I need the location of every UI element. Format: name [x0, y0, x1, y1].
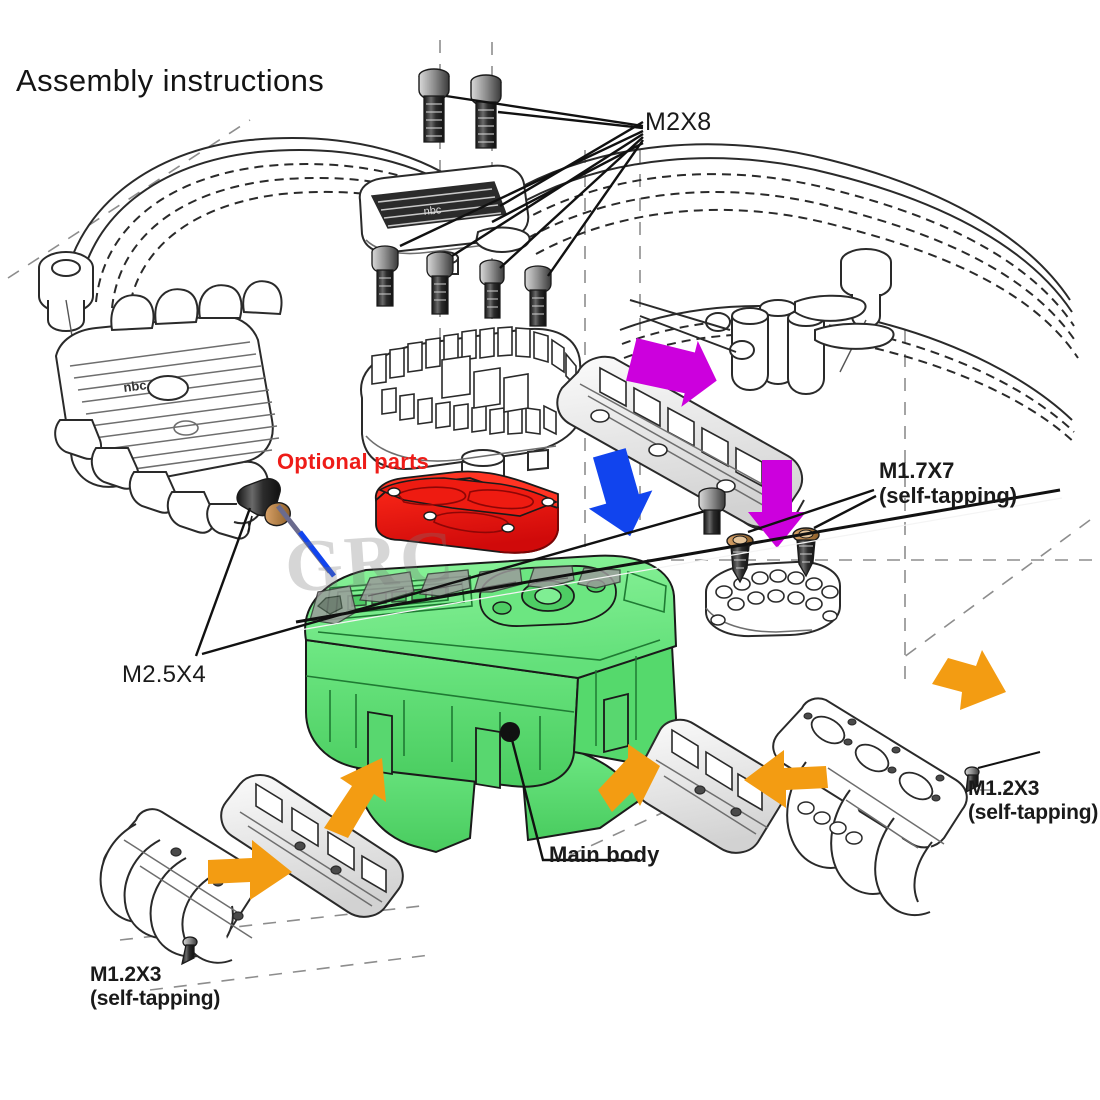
label-m2x8: M2X8: [645, 108, 712, 136]
arrow-magenta-upper: [625, 338, 717, 407]
leaders-m2x8: [399, 94, 644, 277]
label-m17x7-spec: M1.7X7: [879, 458, 955, 483]
optional-spacer-plate: [374, 470, 559, 554]
screw-m25x4: [236, 478, 291, 533]
oil-filler-cap: [38, 251, 94, 333]
label-m25x4: M2.5X4: [122, 661, 206, 688]
screws-m2x8: [371, 68, 552, 327]
leaders-m25x4: [194, 506, 717, 657]
arrow-orange-left-lower: [324, 758, 386, 838]
mount-plate-left: [220, 774, 404, 918]
label-m12x3-right-note: (self-tapping): [968, 800, 1099, 824]
exhaust-manifold-left: [99, 808, 258, 966]
label-m12x3-left-spec: M1.2X3: [90, 963, 162, 986]
intake-plenum-finned: [360, 326, 584, 488]
pointer-optional-into-body: [276, 504, 336, 578]
svg-text:nbc: nbc: [123, 377, 148, 395]
leader-main-body: [500, 722, 640, 862]
leader-m12x3-right: [977, 751, 1041, 769]
arrow-orange-body-right: [598, 744, 660, 812]
screw-m2x8-5: [479, 259, 505, 319]
leaders-m17x7: [747, 488, 877, 534]
arrow-orange-right-mid: [744, 750, 828, 808]
pointer-long-diagonal: [295, 488, 1063, 631]
label-m12x3-right-spec: M1.2X3: [968, 777, 1040, 800]
screw-m12x3-right: [964, 766, 980, 794]
screw-m12x3-left: [181, 936, 198, 966]
ignition-coil-pack: [629, 248, 895, 396]
label-main-body: Main body: [549, 842, 660, 867]
screw-m2x8-4: [426, 251, 454, 315]
screw-m2x8-3: [371, 245, 399, 307]
side-rail-right: [556, 355, 805, 531]
svg-text:nbc: nbc: [423, 204, 442, 218]
valve-cover-assembly: nbc: [38, 251, 283, 540]
page-title: Assembly instructions: [16, 63, 325, 98]
label-m12x3-left-note: (self-tapping): [90, 986, 221, 1010]
label-m17x7: M1.7X7(self-tapping): [879, 458, 1017, 508]
screw-m2x8-2: [470, 74, 502, 149]
mount-plate-right: [634, 718, 786, 854]
label-m17x7-note: (self-tapping): [879, 482, 1017, 508]
label-m12x3-right: M1.2X3(self-tapping): [968, 777, 1098, 824]
screw-m2x8-1: [418, 68, 450, 143]
arrow-blue: [588, 448, 653, 537]
label-optional-parts: Optional parts: [277, 449, 429, 474]
label-m12x3-left: M1.2X3(self-tapping): [90, 963, 220, 1010]
screw-on-rail: [698, 487, 726, 535]
exhaust-manifold-right: [772, 697, 980, 917]
arrow-orange-right-upper: [932, 650, 1006, 710]
distributor-cap: [705, 560, 841, 638]
arrow-orange-left-mid: [208, 840, 292, 900]
screw-m2x8-6: [524, 265, 552, 327]
